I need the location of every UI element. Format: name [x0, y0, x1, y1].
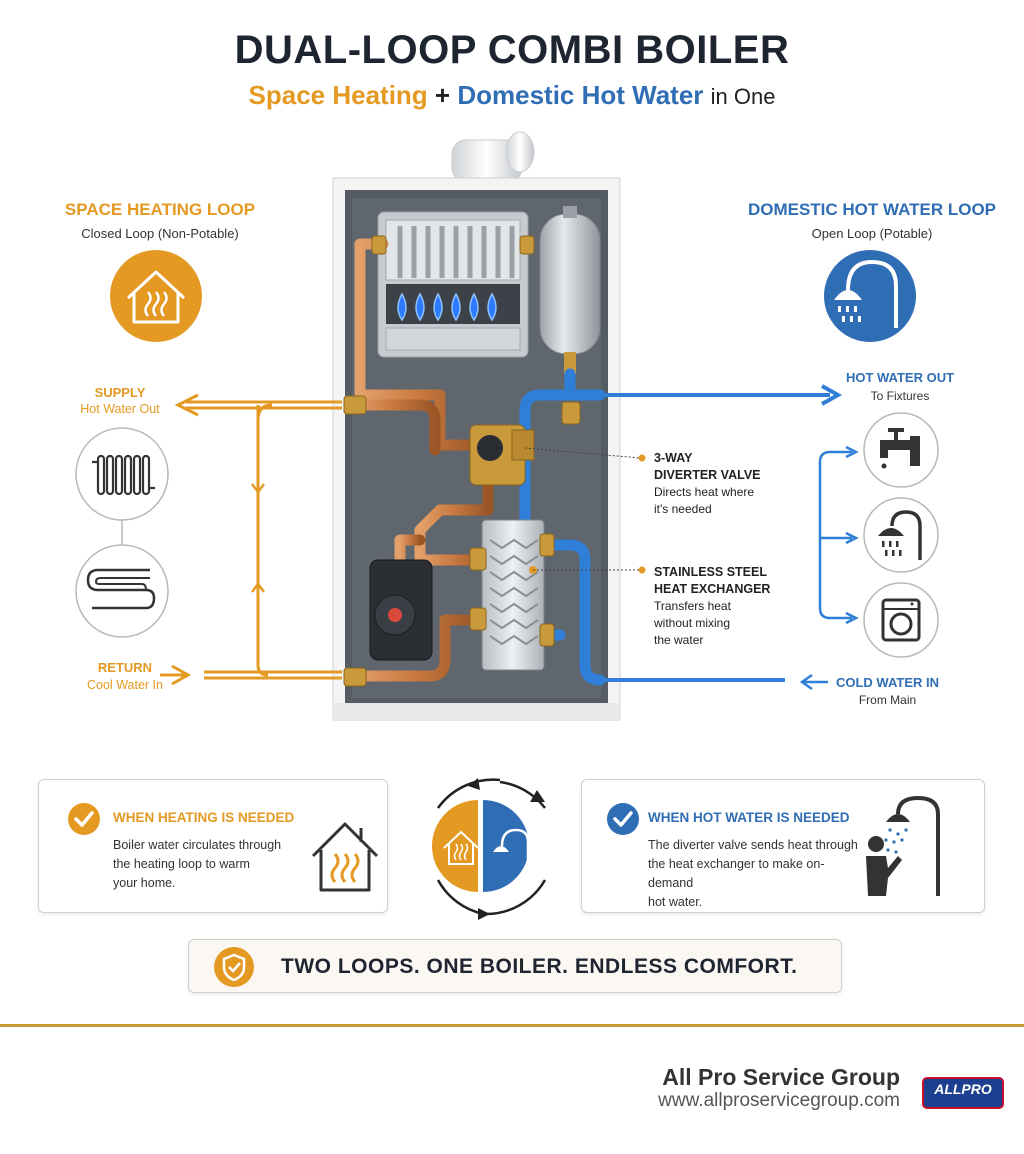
hot-water-needed-card: WHEN HOT WATER IS NEEDED The diverter va… — [581, 779, 985, 913]
subtitle-suffix: in One — [710, 84, 776, 109]
heat-exchanger-callout: STAINLESS STEEL HEAT EXCHANGER Transfers… — [654, 564, 794, 649]
return-sub: Cool Water In — [87, 678, 163, 692]
person-shower-icon — [866, 795, 940, 896]
diverter-valve-callout: 3-WAY DIVERTER VALVE Directs heat where … — [654, 450, 794, 518]
page-title: DUAL-LOOP COMBI BOILER — [234, 28, 790, 72]
cold-water-in-sub: From Main — [858, 693, 917, 707]
radiator-icon — [75, 427, 169, 521]
heating-card-body-2: the heating loop to warm — [113, 857, 250, 871]
valve-desc-2: it's needed — [654, 502, 712, 516]
domestic-hot-water-loop-title: DOMESTIC HOT WATER LOOP — [747, 200, 997, 219]
callout-leaders — [524, 447, 646, 574]
heating-needed-card: WHEN HEATING IS NEEDED Boiler water circ… — [38, 779, 388, 913]
house-heat-icon — [110, 250, 202, 342]
valve-title-1: 3-WAY — [654, 451, 693, 465]
house-heat-outline-icon — [311, 822, 379, 892]
company-name: All Pro Service Group — [662, 1064, 900, 1090]
hot-water-out-label: HOT WATER OUT — [845, 370, 955, 385]
heating-card-title: WHEN HEATING IS NEEDED — [113, 810, 295, 825]
hot-water-card-body-1: The diverter valve sends heat through — [648, 838, 858, 852]
washing-machine-icon — [863, 582, 939, 658]
subtitle-heating: Space Heating — [248, 80, 428, 110]
hx-desc-2: without mixing — [654, 616, 731, 630]
diverter-valve-icon — [469, 424, 535, 486]
domestic-hot-water-loop-subtitle: Open Loop (Potable) — [811, 226, 933, 241]
hot-water-card-body: The diverter valve sends heat through th… — [648, 836, 868, 912]
burner-assembly-icon — [377, 211, 529, 358]
subtitle-hot-water: Domestic Hot Water — [457, 80, 704, 110]
return-label: RETURN — [97, 660, 153, 675]
space-heating-loop-subtitle: Closed Loop (Non-Potable) — [81, 226, 239, 241]
footer-divider — [0, 1024, 1024, 1027]
check-icon — [68, 803, 100, 835]
heating-card-body: Boiler water circulates through the heat… — [113, 836, 303, 893]
brass-fittings — [343, 235, 581, 687]
flue-pipe-icon — [451, 131, 535, 183]
circulator-pump-icon — [369, 559, 433, 661]
hot-water-out-sub: To Fixtures — [870, 389, 930, 403]
cycle-icon — [432, 778, 547, 920]
cold-water-in-label: COLD WATER IN — [835, 675, 940, 690]
tagline-banner: TWO LOOPS. ONE BOILER. ENDLESS COMFORT. — [188, 939, 842, 993]
hx-title-2: HEAT EXCHANGER — [654, 582, 771, 596]
space-heating-loop-title: SPACE HEATING LOOP — [64, 200, 256, 219]
shower-icon — [824, 250, 916, 342]
faucet-icon — [863, 412, 939, 488]
hot-water-card-body-2: the heat exchanger to make on-demand — [648, 857, 825, 890]
heat-exchanger-icon — [481, 519, 545, 671]
domestic-loop-lines — [598, 384, 859, 691]
hx-title-1: STAINLESS STEEL — [654, 565, 767, 579]
shield-check-icon — [214, 947, 254, 987]
expansion-tank-icon — [539, 206, 601, 374]
hx-desc-3: the water — [654, 633, 704, 647]
space-heating-loop-lines — [160, 393, 342, 686]
shower-head-icon — [863, 497, 939, 573]
hot-water-card-body-3: hot water. — [648, 895, 703, 909]
supply-label: SUPPLY — [94, 385, 146, 400]
valve-desc-1: Directs heat where — [654, 485, 755, 499]
tagline-text: TWO LOOPS. ONE BOILER. ENDLESS COMFORT. — [281, 955, 798, 978]
supply-sub: Hot Water Out — [80, 402, 160, 416]
page-subtitle: Space Heating + Domestic Hot Water in On… — [0, 80, 1024, 111]
company-logo-text: ALLPRO — [934, 1081, 992, 1097]
floor-heating-icon — [75, 544, 169, 638]
hx-desc-1: Transfers heat — [654, 599, 731, 613]
hot-water-card-title: WHEN HOT WATER IS NEEDED — [648, 810, 850, 825]
check-icon — [607, 803, 639, 835]
heating-card-body-3: your home. — [113, 876, 176, 890]
company-url[interactable]: www.allproservicegroup.com — [658, 1090, 900, 1111]
subtitle-plus: + — [434, 80, 451, 110]
company-logo: ALLPRO — [922, 1077, 1004, 1109]
valve-title-2: DIVERTER VALVE — [654, 468, 761, 482]
heating-card-body-1: Boiler water circulates through — [113, 838, 282, 852]
